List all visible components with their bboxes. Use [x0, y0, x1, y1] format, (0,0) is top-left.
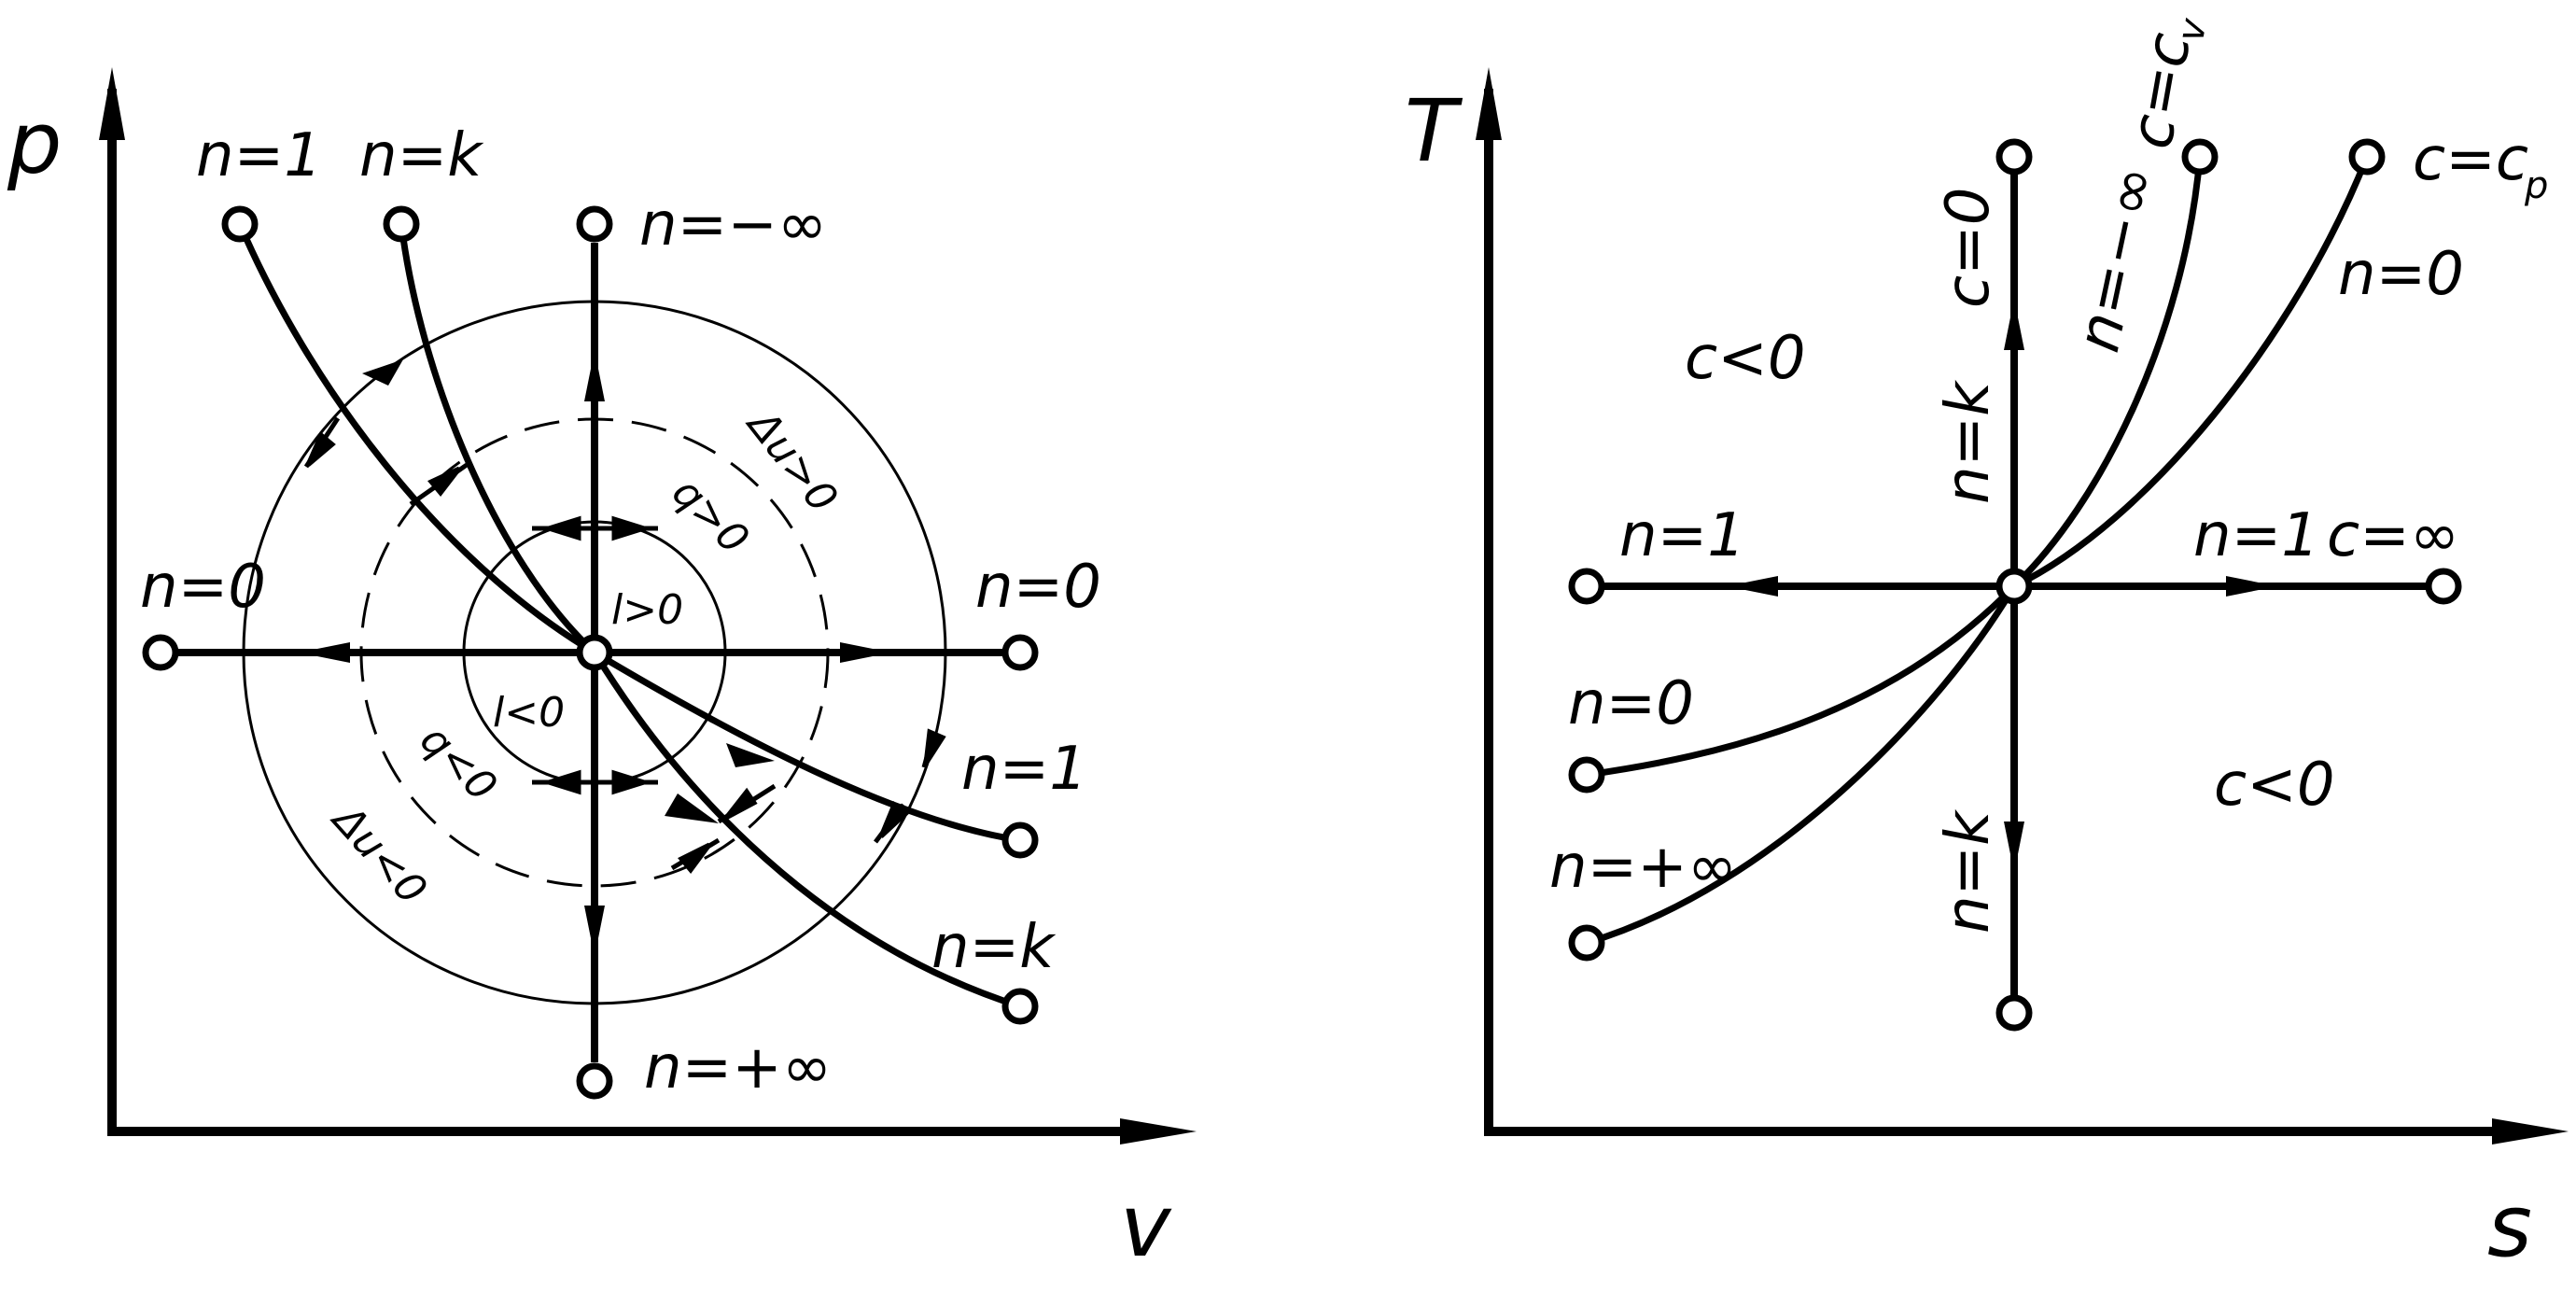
ts-x-axis-label: s: [2487, 1176, 2532, 1276]
pv-tick-l-upper-arrow: [427, 466, 461, 497]
ts-endpoint-top: [1995, 138, 2033, 176]
pv-endpoint-isochore-top: [576, 205, 613, 243]
ts-label-c-cv: c=c v: [2117, 14, 2216, 154]
ts-endpoint-n-pos-inf: [1568, 924, 1605, 962]
pv-endpoint-center: [576, 634, 613, 671]
pv-endpoint-nk-top: [383, 205, 420, 243]
pv-axes: p v: [7, 67, 1197, 1276]
pv-label-n0-left: n=0: [140, 553, 266, 622]
pv-endpoint-n1-top: [221, 205, 259, 243]
pv-arrow-up: [584, 350, 605, 401]
ts-label-n0-top: n=0: [2338, 240, 2464, 309]
pv-tick-q-pos-arrow-b: [611, 515, 652, 541]
pv-label-l-neg: l<0: [493, 689, 565, 737]
pv-label-nk-top: n=k: [359, 121, 484, 190]
pv-x-axis-arrowhead: [1120, 1118, 1197, 1145]
svg-text:c=c: c=c: [2117, 28, 2205, 154]
pv-tick-du-lower-arrow: [678, 842, 712, 875]
ts-label-c-neg-left: c<0: [1685, 324, 1806, 393]
pv-x-axis-label: v: [1120, 1176, 1172, 1276]
ts-label-n-pos-inf: n=+∞: [1549, 833, 1737, 902]
pv-endpoint-nk-right: [1001, 988, 1039, 1025]
pv-endpoint-isobar-right: [1001, 634, 1039, 671]
ts-labels: c=c v c=c p c=0 n=−∞ n=0 c<0 n=k n=1 n=1…: [1549, 14, 2548, 934]
ts-label-n-neg-inf: n=−∞: [2064, 160, 2170, 358]
ts-endpoint-n0-left: [1568, 756, 1605, 793]
ts-arrow-right: [2226, 576, 2277, 597]
pv-label-n0-right: n=0: [975, 553, 1101, 622]
pv-tick-outer-right-2-arrow: [923, 728, 946, 765]
pv-label-n-pos-inf: n=+∞: [644, 1033, 832, 1102]
pv-label-n-neg-inf: n=−∞: [639, 190, 827, 260]
ts-endpoint-left: [1568, 568, 1605, 605]
ts-label-c-cp: c=c p: [2413, 125, 2548, 207]
ts-endpoint-cp: [2348, 138, 2386, 176]
pv-tick-outer-right-arrow: [878, 800, 909, 838]
pv-endpoint-isobar-left: [142, 634, 179, 671]
pv-arrow-curve-lower-right: [726, 743, 775, 767]
pv-tick-l-lower-arrow: [724, 787, 758, 821]
pv-tick-q-pos-arrow-a: [540, 515, 581, 541]
ts-arrow-up: [2004, 299, 2024, 350]
ts-diagram: T s: [1405, 14, 2569, 1276]
pv-diagram: p v: [7, 67, 1197, 1276]
ts-label-c-inf: c=∞: [2327, 501, 2459, 570]
pv-label-n1-top: n=1: [196, 121, 322, 190]
pv-line-arrows: [299, 350, 891, 957]
pv-circle-ticks: [303, 416, 946, 875]
pv-tick-q-neg-arrow-b: [611, 769, 652, 795]
ts-label-c-neg-right: c<0: [2214, 751, 2335, 820]
pv-label-nk-right: n=k: [931, 913, 1057, 982]
pv-arrow-left: [299, 642, 350, 663]
ts-arrow-left: [1727, 576, 1778, 597]
pv-endpoints: [142, 205, 1039, 1100]
pv-arrow-adiabat-lower: [665, 793, 719, 823]
pv-arrow-down: [584, 906, 605, 957]
pv-label-l-pos: l>0: [611, 586, 683, 634]
ts-label-c0: c=0: [1934, 187, 2003, 308]
ts-arrow-down: [2004, 822, 2024, 873]
ts-label-n1-right: n=1: [2193, 501, 2319, 570]
pv-arrow-right: [840, 642, 891, 663]
pv-adiabat-curve: [398, 223, 1022, 1010]
pv-endpoint-n1-right: [1001, 822, 1039, 859]
ts-endpoint-right: [2425, 568, 2462, 605]
pv-label-q-pos: q>0: [663, 469, 758, 564]
ts-label-nk-up: n=k: [1934, 379, 2003, 504]
pv-label-n1-right: n=1: [961, 735, 1087, 804]
ts-x-axis-arrowhead: [2492, 1118, 2569, 1145]
svg-text:c=c: c=c: [2413, 125, 2528, 194]
ts-endpoint-bottom: [1995, 994, 2033, 1032]
pv-y-axis-label: p: [7, 93, 62, 193]
pv-y-axis-arrowhead: [99, 67, 125, 140]
ts-line-arrows: [1727, 299, 2277, 873]
ts-y-axis-label: T: [1405, 81, 1463, 181]
ts-endpoints: [1568, 138, 2462, 1032]
pv-tick-du-upper-arrow: [305, 430, 336, 467]
pv-label-q-neg: q<0: [411, 716, 506, 811]
ts-label-nk-down: n=k: [1934, 808, 2003, 934]
ts-y-axis-arrowhead: [1476, 67, 1502, 140]
pv-arrow-curve-upper-left: [362, 359, 403, 386]
svg-text:p: p: [2524, 164, 2548, 207]
pv-endpoint-isochore-bottom: [576, 1062, 613, 1100]
pv-label-du-pos: Δu>0: [736, 400, 847, 522]
ts-label-n0-left: n=0: [1568, 669, 1694, 738]
pv-labels: n=1 n=k n=−∞ n=0 n=0 n=1 n=k n=+∞ Δu>0 q…: [140, 121, 1101, 1102]
pv-tick-q-neg-arrow-a: [540, 769, 581, 795]
ts-endpoint-cv: [2181, 138, 2219, 176]
ts-axes: T s: [1405, 67, 2569, 1276]
ts-label-n1-left: n=1: [1619, 501, 1745, 570]
ts-endpoint-center: [1995, 568, 2033, 605]
pv-label-du-neg: Δu<0: [322, 794, 436, 914]
